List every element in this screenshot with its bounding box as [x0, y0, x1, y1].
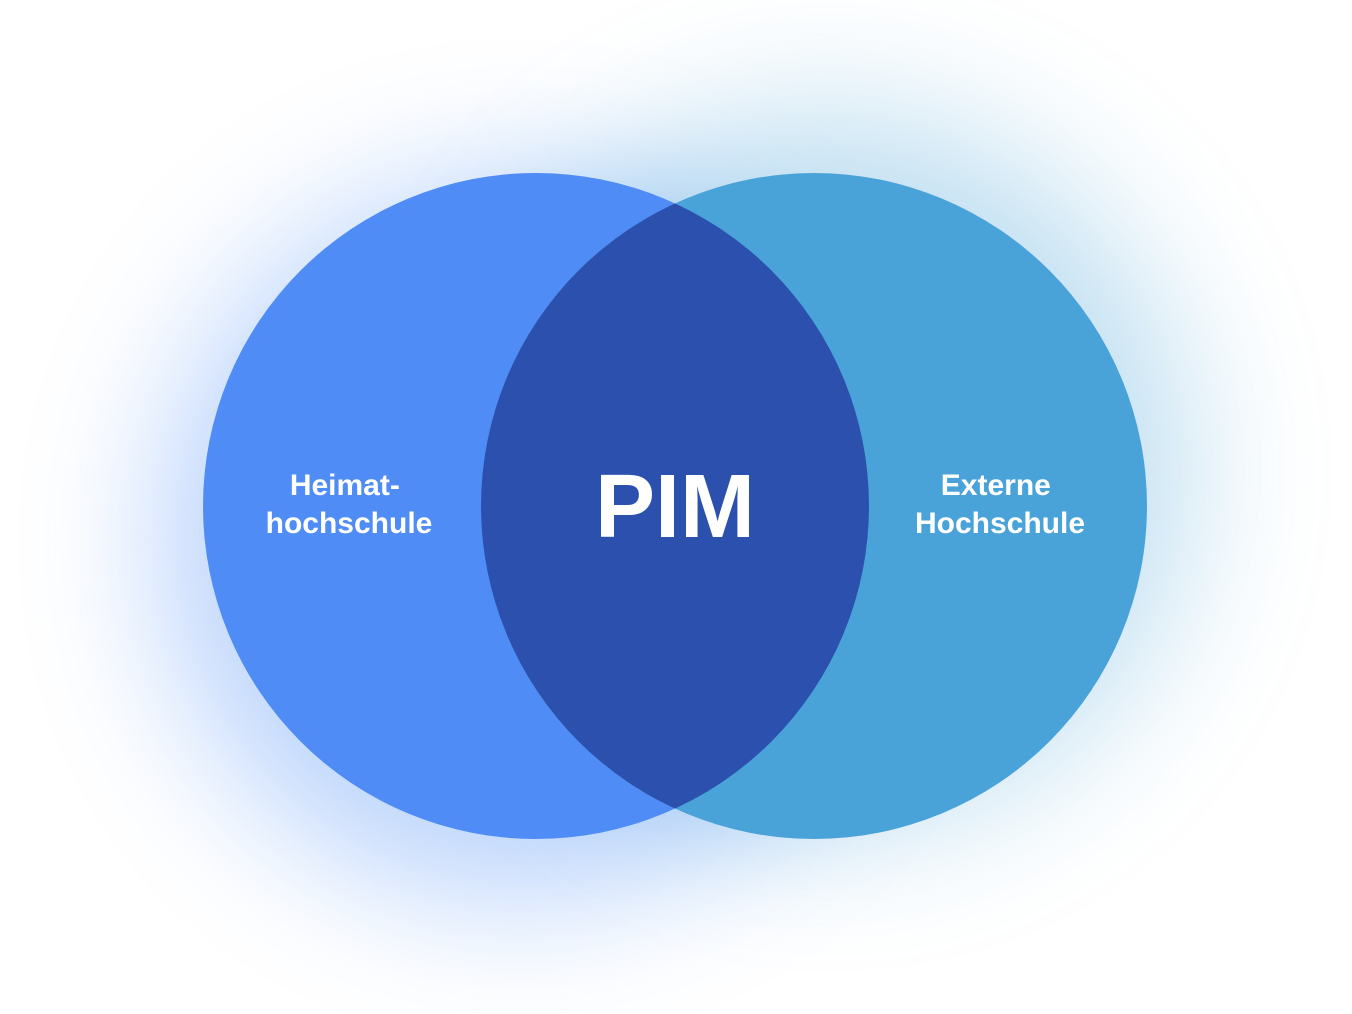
externe-hochschule-label: Externe Hochschule — [915, 469, 1085, 540]
pim-label: PIM — [595, 457, 755, 557]
heimathochschule-label: Heimat- hochschule — [266, 469, 433, 540]
pim-intersection — [481, 173, 869, 839]
